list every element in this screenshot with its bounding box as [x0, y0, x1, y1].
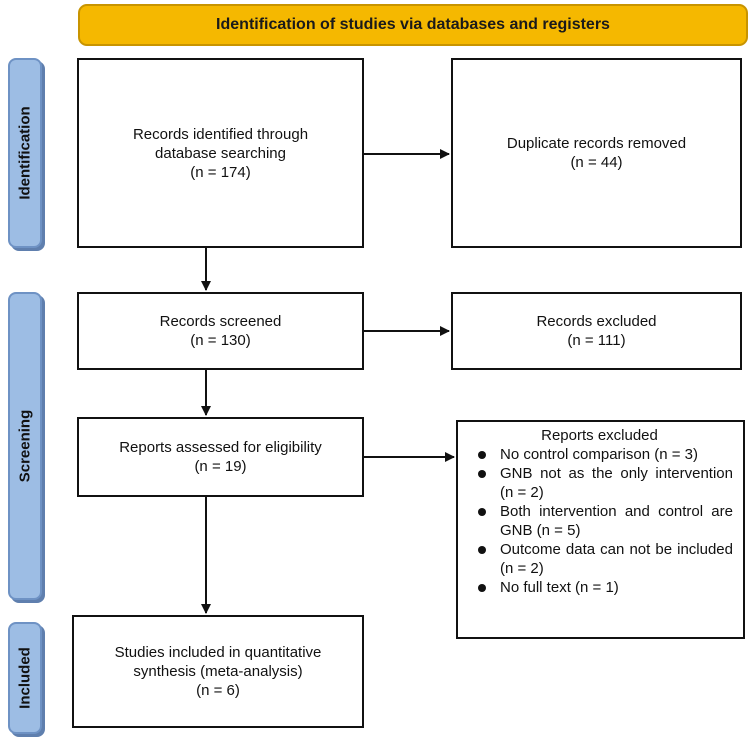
records-excluded-line1: Records excluded [536, 313, 657, 330]
phase-screening: Screening [8, 292, 42, 600]
records-screened-count: (n = 130) [190, 332, 251, 349]
records-identified-line1: Records identified through [132, 125, 309, 143]
duplicates-removed-box: Duplicate records removed (n = 44) [451, 58, 742, 248]
reports-excluded-title: Reports excluded [541, 427, 658, 444]
reports-excluded-item: No full text (n = 1) [466, 578, 733, 597]
studies-included-line2: synthesis (meta-analysis) [133, 663, 303, 680]
phase-identification: Identification [8, 58, 42, 248]
studies-included-line1: Studies included in quantitative [114, 644, 322, 661]
records-identified-count: (n = 174) [190, 163, 251, 181]
reports-assessed-count: (n = 19) [194, 458, 247, 475]
records-screened-box: Records screened (n = 130) [77, 292, 364, 370]
duplicates-removed-line1: Duplicate records removed [506, 135, 687, 152]
records-identified-box: Records identified through database sear… [77, 58, 364, 248]
reports-excluded-box: Reports excluded No control comparison (… [456, 420, 745, 639]
records-identified-line2: database searching [155, 144, 286, 162]
records-excluded-box: Records excluded (n = 111) [451, 292, 742, 370]
header-title: Identification of studies via databases … [216, 16, 610, 33]
reports-assessed-box: Reports assessed for eligibility (n = 19… [77, 417, 364, 497]
records-screened-line1: Records screened [159, 313, 282, 330]
reports-excluded-item: Both intervention and control are GNB (n… [466, 502, 733, 540]
reports-excluded-item: No control comparison (n = 3) [466, 445, 733, 464]
reports-excluded-item: Outcome data can not be included (n = 2) [466, 540, 733, 578]
diagram-header: Identification of studies via databases … [78, 4, 748, 46]
reports-assessed-line1: Reports assessed for eligibility [119, 439, 322, 456]
studies-included-count: (n = 6) [196, 682, 240, 699]
studies-included-box: Studies included in quantitative synthes… [72, 615, 364, 728]
records-excluded-count: (n = 111) [567, 332, 626, 349]
duplicates-removed-count: (n = 44) [570, 154, 623, 171]
phase-included: Included [8, 622, 42, 734]
reports-excluded-list: No control comparison (n = 3) GNB not as… [466, 445, 733, 597]
reports-excluded-item: GNB not as the only intervention (n = 2) [466, 464, 733, 502]
